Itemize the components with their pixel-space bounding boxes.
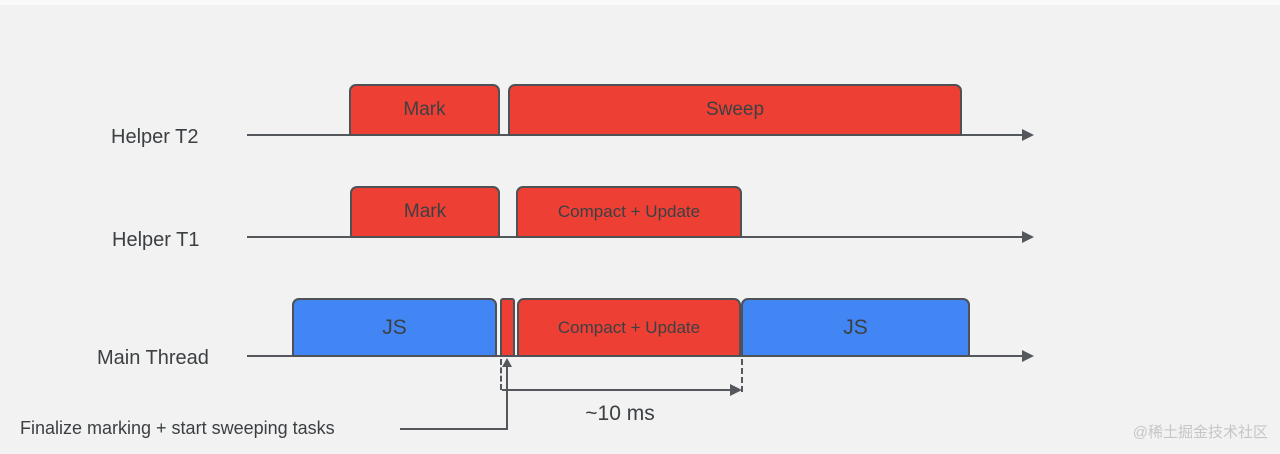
duration-label: ~10 ms xyxy=(585,402,655,425)
callout-label: Finalize marking + start sweeping tasks xyxy=(20,418,335,438)
timeline-arrowhead-helper-t1-icon xyxy=(1022,231,1034,243)
task-block-js-2: JS xyxy=(741,298,970,357)
duration-arrowhead-icon xyxy=(730,384,742,396)
top-edge-strip xyxy=(0,0,1280,5)
row-label-main-thread: Main Thread xyxy=(97,347,209,369)
callout-connector-horizontal xyxy=(400,428,508,430)
callout-arrowhead-icon xyxy=(502,358,512,367)
task-block-sweep-t2: Sweep xyxy=(508,84,962,136)
task-block-compact-update-t1: Compact + Update xyxy=(516,186,742,238)
duration-dashed-line-right xyxy=(741,359,743,392)
watermark: @稀土掘金技术社区 xyxy=(1132,424,1268,441)
task-block-compact-update-main: Compact + Update xyxy=(517,298,741,357)
task-block-finalize-sliver xyxy=(500,298,515,357)
task-block-js-1: JS xyxy=(292,298,497,357)
timeline-arrowhead-helper-t2-icon xyxy=(1022,129,1034,141)
task-block-mark-t2: Mark xyxy=(349,84,500,136)
callout-connector-vertical xyxy=(506,366,508,430)
duration-dashed-line-left xyxy=(500,359,502,390)
row-label-helper-t2: Helper T2 xyxy=(111,126,199,148)
timeline-arrowhead-main-thread-icon xyxy=(1022,350,1034,362)
row-label-helper-t1: Helper T1 xyxy=(112,229,200,251)
task-block-mark-t1: Mark xyxy=(350,186,500,238)
duration-measure-line xyxy=(502,389,733,391)
